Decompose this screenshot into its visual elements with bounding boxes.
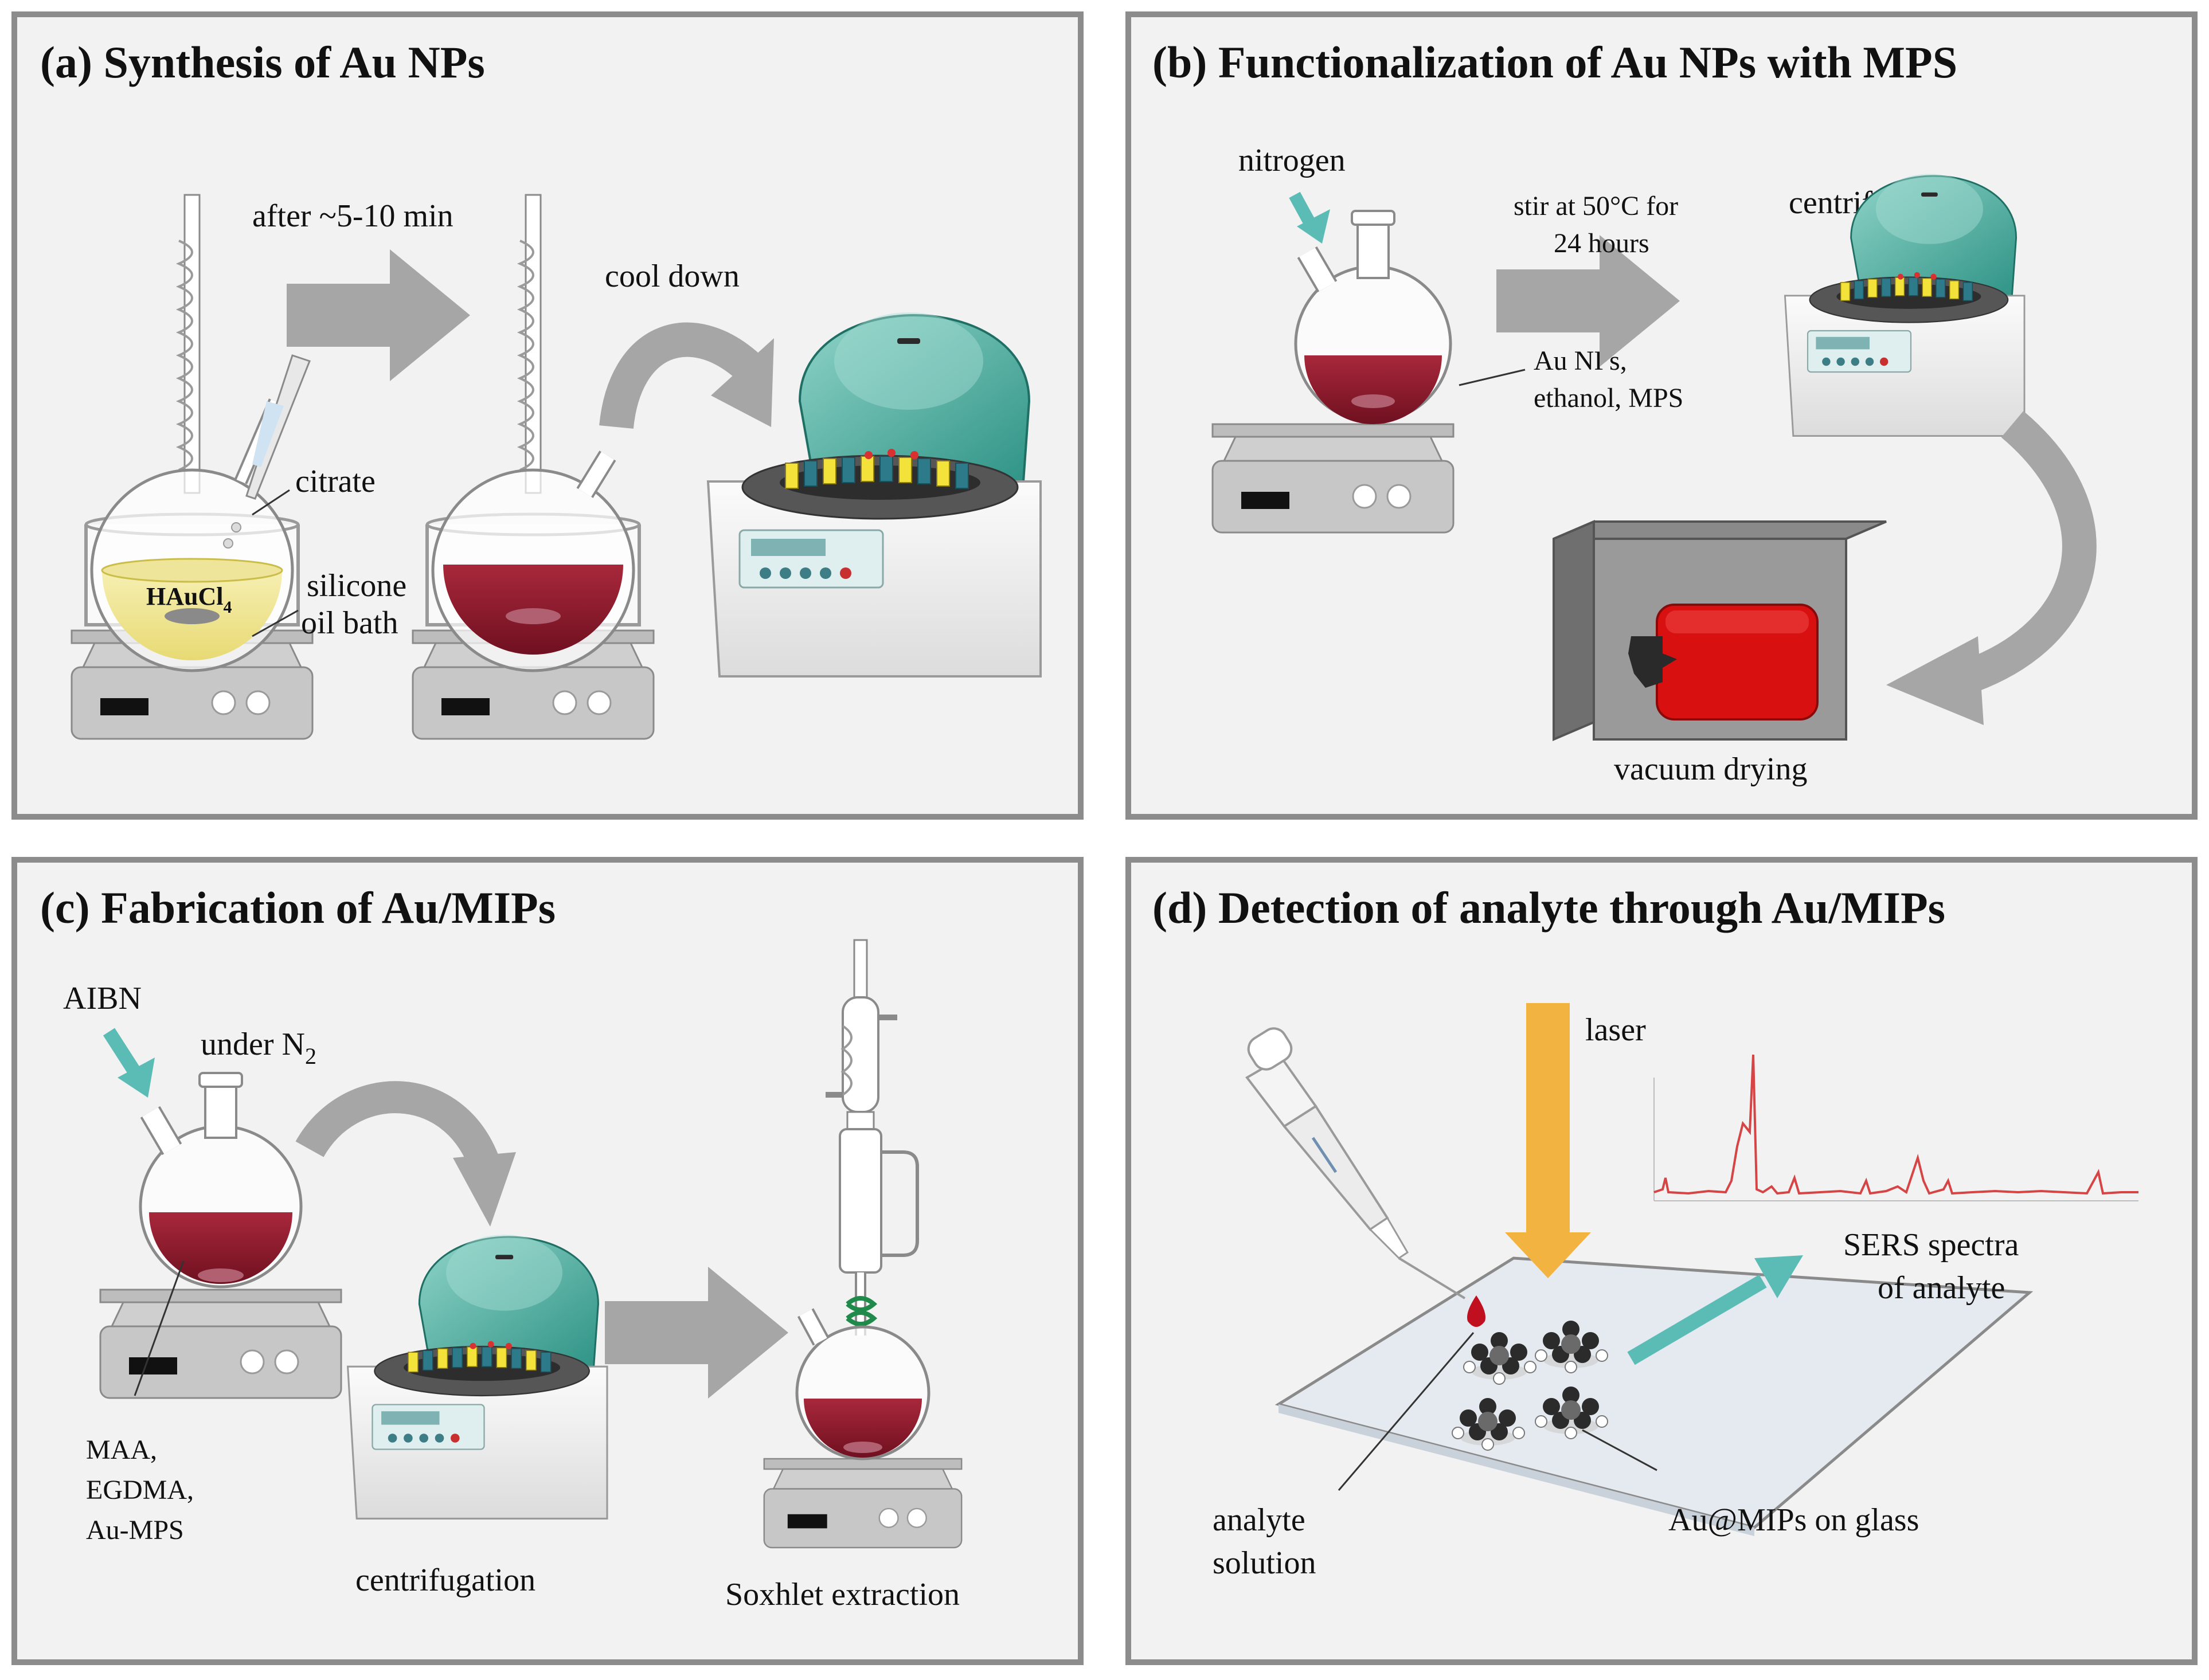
initiator-inlet-arrow (103, 1028, 155, 1098)
panel-d: (d) Detection of analyte through Au/MIPs… (1125, 857, 2198, 1665)
panel-b-title: (b) Functionalization of Au NPs with MPS (1152, 37, 1957, 87)
panel-d-frame (1125, 857, 2198, 1665)
label-soxhlet: Soxhlet extraction (725, 1577, 960, 1612)
two-neck-flask-au-nps (1294, 210, 1452, 424)
curved-arrow-to-drying (1886, 411, 2097, 725)
curved-arrow-to-centrifuge (295, 1081, 516, 1227)
glass-slide-edge (1279, 1404, 1754, 1536)
micropipette-icon (1245, 1027, 1466, 1299)
panel-c-title: (c) Fabrication of Au/MIPs (40, 883, 556, 933)
label-analyte-2: solution (1213, 1545, 1316, 1581)
label-reagent-1: MAA, (86, 1435, 157, 1465)
laser-beam (1505, 1003, 1591, 1278)
flask-label-hauc14: HAuCl4 (146, 582, 232, 617)
label-centrifugation-c: centrifugation (355, 1562, 535, 1598)
label-stir-2: 24 hours (1554, 228, 1649, 259)
leader-reagents (134, 1260, 185, 1396)
panel-b: (b) Functionalization of Au NPs with MPS… (1125, 11, 2198, 820)
panel-a-title: (a) Synthesis of Au NPs (40, 37, 485, 87)
soxhlet-boiling-flask (795, 1308, 930, 1460)
sers-spectrum (1653, 1054, 2138, 1201)
panel-d-title: (d) Detection of analyte through Au/MIPs (1152, 883, 1945, 933)
panel-a: (a) Synthesis of Au NPs HAuCl4 (11, 11, 1084, 820)
label-under-n2: under N2 (201, 1027, 316, 1069)
label-reagent-2: EGDMA, (86, 1475, 194, 1505)
hot-plate-stirrer (1211, 423, 1455, 534)
label-nitrogen: nitrogen (1238, 143, 1346, 178)
label-cool-down: cool down (605, 259, 740, 294)
glass-slide (1274, 1256, 2034, 1529)
leader-oil-bath (252, 609, 299, 637)
analyte-droplet (1467, 1295, 1485, 1327)
label-stir-1: stir at 50°C for (1514, 191, 1678, 221)
label-oil-bath: oil bath (301, 605, 398, 641)
curved-arrow-cool-down (599, 322, 774, 429)
reflux-flask-hauc14: HAuCl4 (84, 194, 300, 672)
label-vacuum-drying: vacuum drying (1614, 751, 1807, 787)
two-neck-flask-reaction (139, 1072, 303, 1289)
label-silicone: silicone (307, 568, 406, 604)
leader-contents (1459, 369, 1526, 386)
label-aibn: AIBN (63, 981, 142, 1016)
panel-c: (c) Fabrication of Au/MIPs AIBN under N2… (11, 857, 1084, 1665)
label-reagent-3: Au-MPS (86, 1515, 184, 1545)
gas-inlet-arrow (1289, 191, 1330, 244)
label-citrate: citrate (295, 464, 376, 499)
soxhlet-apparatus (826, 939, 919, 1336)
hot-plate-stirrer (763, 1458, 963, 1549)
leader-substrate (1582, 1429, 1657, 1471)
leader-analyte (1338, 1332, 1475, 1491)
label-after-time: after ~5-10 min (252, 198, 453, 234)
hot-plate-stirrer (99, 1289, 342, 1399)
label-analyte-1: analyte (1213, 1502, 1305, 1538)
signal-arrow (1627, 1255, 1803, 1365)
label-substrate: Au@MIPs on glass (1668, 1502, 1919, 1538)
dropper-citrate (223, 354, 311, 549)
reflux-flask-colloid (425, 194, 641, 672)
label-laser: laser (1585, 1012, 1646, 1048)
vacuum-oven-icon (1553, 519, 1887, 742)
label-spectra-2: of analyte (1878, 1270, 2005, 1306)
label-spectra-1: SERS spectra (1843, 1227, 2019, 1263)
label-contents-2: ethanol, MPS (1534, 383, 1683, 413)
